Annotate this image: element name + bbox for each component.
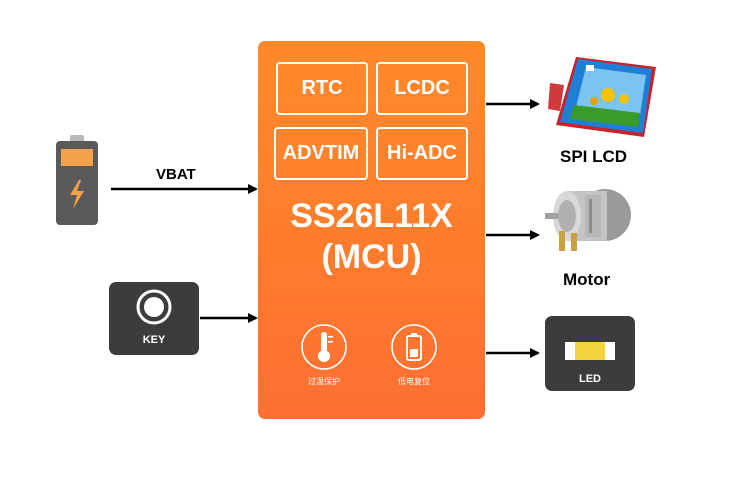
module-lcdc: LCDC: [376, 62, 468, 115]
module-hi-adc: Hi-ADC: [376, 127, 468, 180]
motor-image: [545, 185, 635, 260]
led-block: LED: [545, 316, 635, 391]
module-advtim: ADVTIM: [274, 127, 368, 180]
key-icon: [136, 289, 172, 325]
mcu-name: SS26L11X: [290, 197, 453, 235]
led-light-icon: [565, 342, 615, 360]
lcd-image: [548, 55, 658, 140]
module-rtc: RTC: [276, 62, 368, 115]
low-battery-icon: [391, 324, 437, 370]
thermometer-icon: [301, 324, 347, 370]
vbat-label: VBAT: [156, 166, 196, 183]
battery-icon: [56, 135, 98, 225]
spi-lcd-label: SPI LCD: [560, 147, 628, 166]
feature-over-temp-label: 过温保护: [308, 377, 340, 386]
motor-label: Motor: [563, 270, 611, 289]
led-label: LED: [579, 373, 601, 385]
mcu-block: RTC LCDC ADVTIM Hi-ADC SS26L11X (MCU) 过温…: [258, 41, 485, 419]
key-label: KEY: [142, 334, 166, 346]
feature-low-voltage-reset-label: 低电复位: [398, 377, 430, 386]
mcu-type: (MCU): [321, 238, 422, 276]
key-button-block: KEY: [109, 282, 199, 355]
